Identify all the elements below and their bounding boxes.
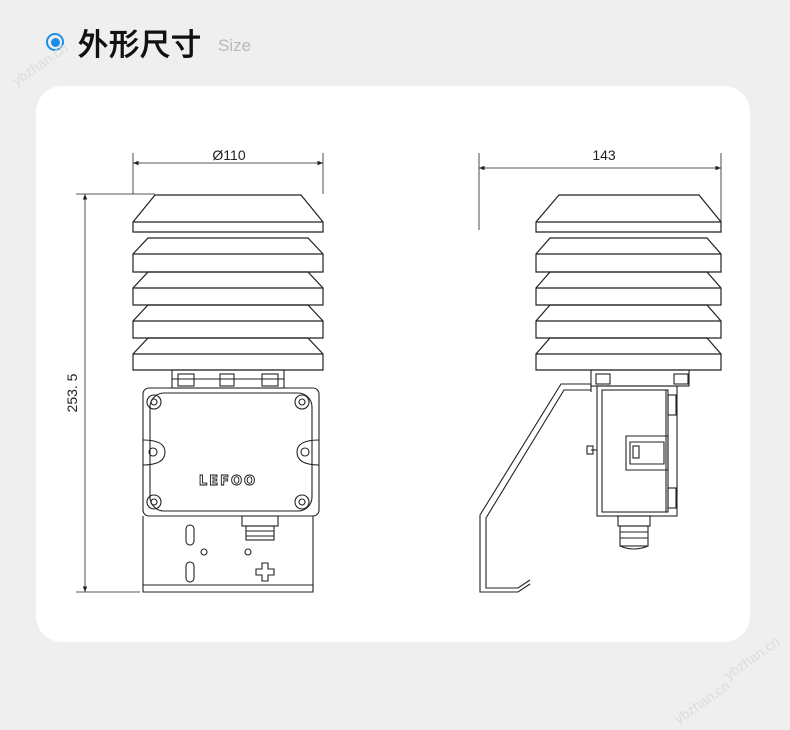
brand-logo: LEFOO	[199, 474, 257, 489]
section-subtitle: Size	[218, 36, 252, 55]
mounting-bracket-side	[479, 383, 592, 593]
radiation-shield-front	[132, 194, 324, 371]
sensor-enclosure-front	[142, 387, 320, 517]
front-width-label: Ø110	[212, 147, 245, 163]
radiation-shield-side	[535, 194, 722, 371]
side-width-label: 143	[592, 147, 616, 163]
front-view: LEFOO	[76, 153, 324, 593]
mounting-plate-front	[142, 516, 314, 593]
sensor-enclosure-side	[586, 385, 678, 517]
cable-gland-front	[241, 515, 279, 541]
front-height-label: 253. 5	[64, 373, 80, 412]
side-view	[478, 153, 722, 593]
shield-connectors-front	[171, 369, 285, 389]
section-header: 外形尺寸 Size	[46, 20, 251, 64]
section-title: 外形尺寸	[78, 28, 202, 63]
section-bullet-icon	[46, 33, 64, 51]
cable-gland-side	[617, 515, 651, 550]
shield-connectors-side	[590, 369, 690, 387]
